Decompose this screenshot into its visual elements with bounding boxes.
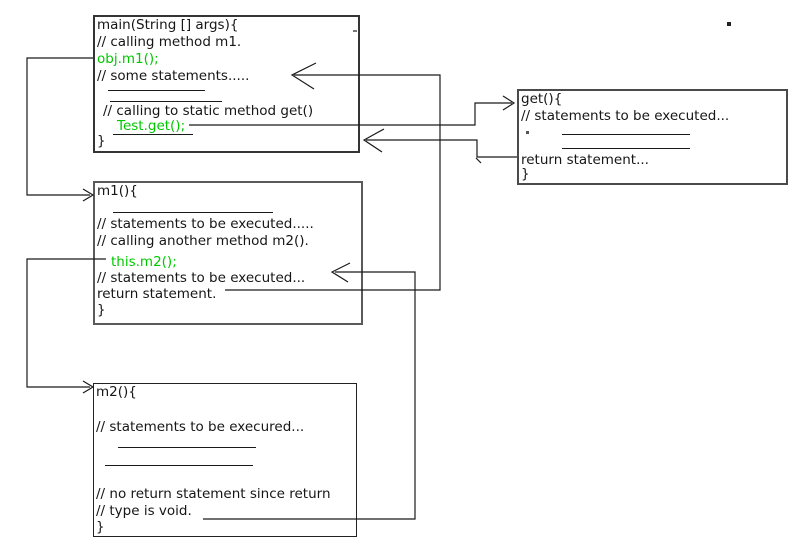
code-line: // no return statement since return <box>96 486 331 502</box>
code-line: // type is void. <box>96 503 192 519</box>
code-line: return statement... <box>521 152 649 168</box>
code-line: // calling another method m2(). <box>97 233 309 249</box>
get-method-box: get(){ // statements to be executed... r… <box>517 89 788 185</box>
code-line: m1(){ <box>97 183 138 199</box>
code-line: // calling to static method get() <box>103 103 314 119</box>
main-method-box: main(String [] args){ // calling method … <box>93 15 360 153</box>
code-line: } <box>97 133 106 149</box>
underline-rule <box>562 134 690 135</box>
code-line: // statements to be execured... <box>96 419 305 435</box>
underline-rule <box>113 134 193 135</box>
code-line: // calling method m1. <box>97 34 242 50</box>
underline-rule <box>105 465 253 466</box>
call-arrow-main-to-m1 <box>26 57 95 202</box>
code-line: // statements to be executed..... <box>97 216 314 232</box>
m1-method-box: m1(){ // statements to be executed..... … <box>93 181 363 325</box>
code-line: } <box>521 166 530 182</box>
underline-rule <box>113 212 273 213</box>
stray-dot <box>727 22 731 26</box>
code-line: // some statements..... <box>97 68 250 84</box>
call-statement-test-get: Test.get(); <box>117 118 186 134</box>
code-line: m2(){ <box>96 384 137 400</box>
code-line: get(){ <box>521 91 563 107</box>
code-line: return statement. <box>97 286 217 302</box>
code-line: // statements to be executed... <box>521 108 730 124</box>
underline-rule <box>108 90 205 91</box>
m2-method-box: m2(){ // statements to be execured... //… <box>93 383 357 537</box>
underline-rule <box>118 447 256 448</box>
stray-dot <box>353 30 357 32</box>
code-line: // statements to be executed... <box>97 270 306 286</box>
code-line: main(String [] args){ <box>97 17 239 33</box>
return-arrow-get-to-main <box>362 128 517 164</box>
underline-rule <box>110 101 222 102</box>
code-line: } <box>96 519 105 535</box>
call-statement-this-m2: this.m2(); <box>111 254 177 270</box>
stray-dot <box>526 131 529 134</box>
underline-rule <box>562 148 690 149</box>
code-line: } <box>97 302 106 318</box>
call-statement-obj-m1: obj.m1(); <box>97 51 159 67</box>
